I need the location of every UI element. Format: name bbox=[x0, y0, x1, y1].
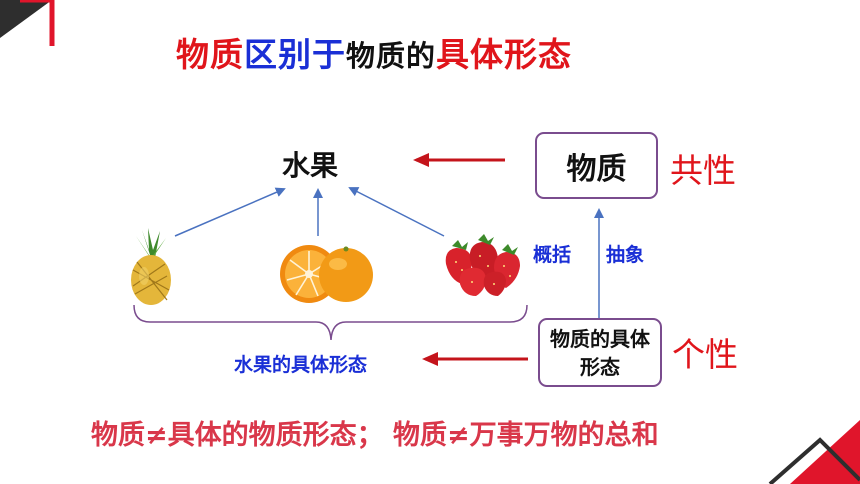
title-part-concrete-form: 具体形态 bbox=[436, 35, 573, 74]
fruits-brace bbox=[133, 304, 528, 341]
label-fruit-forms: 水果的具体形态 bbox=[234, 354, 368, 376]
strawberry-icon bbox=[445, 234, 520, 296]
title-part-differs: 区别于 bbox=[244, 35, 346, 74]
arrow-strawberry-to-fruit bbox=[348, 187, 445, 237]
label-abstract: 抽象 bbox=[606, 244, 645, 266]
node-matter-box: 物质 bbox=[535, 132, 658, 199]
tag-common-property: 共性 bbox=[670, 151, 736, 190]
tag-individual-property: 个性 bbox=[672, 335, 738, 374]
top-left-red-stroke bbox=[20, 0, 55, 46]
node-concrete-form-label: 物质的具体形态 bbox=[550, 326, 650, 379]
bottom-right-dark-stroke bbox=[768, 437, 860, 484]
bottom-right-red-triangle bbox=[790, 420, 860, 484]
arrow-pineapple-to-fruit bbox=[174, 187, 286, 237]
node-matter-label: 物质 bbox=[566, 151, 627, 187]
title-part-of-matter: 物质的 bbox=[346, 39, 437, 73]
node-fruit: 水果 bbox=[282, 149, 339, 182]
pineapple-icon bbox=[131, 228, 171, 305]
bottom-statement: 物质≠具体的物质形态； 物质≠万事万物的总和 bbox=[91, 420, 659, 451]
top-left-dark-triangle bbox=[0, 0, 52, 38]
orange-icon bbox=[280, 245, 373, 303]
page-title: 物质区别于物质的具体形态 bbox=[176, 28, 572, 76]
title-part-matter: 物质 bbox=[176, 35, 244, 74]
label-generalize: 概括 bbox=[533, 244, 572, 266]
node-concrete-form-box: 物质的具体形态 bbox=[538, 318, 662, 387]
